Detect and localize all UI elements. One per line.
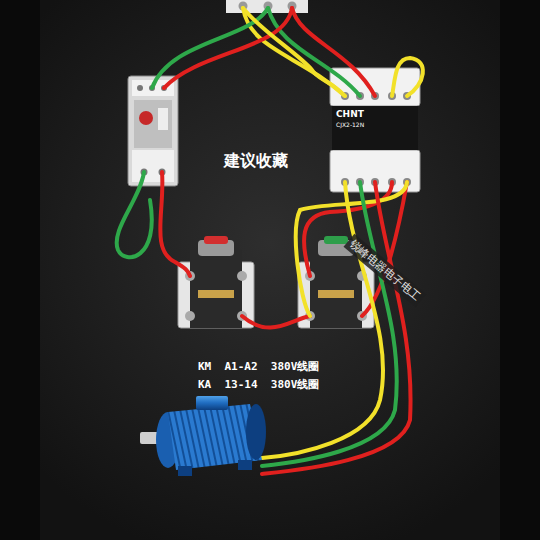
relay (128, 76, 178, 186)
model-label: CJX2-12N (336, 121, 414, 129)
contactor (330, 68, 420, 192)
motor (140, 396, 266, 476)
coil-note: KM A1-A2 380V线圈 (198, 359, 319, 374)
edge-band (500, 0, 540, 540)
heading-note: 建议收藏 (224, 151, 288, 172)
coil-note: KA 13-14 380V线圈 (198, 377, 319, 392)
contactor-face: CHNTCJX2-12N (332, 106, 418, 150)
edge-band (0, 0, 40, 540)
wires (117, 8, 423, 474)
brand-label: CHNT (336, 109, 414, 121)
